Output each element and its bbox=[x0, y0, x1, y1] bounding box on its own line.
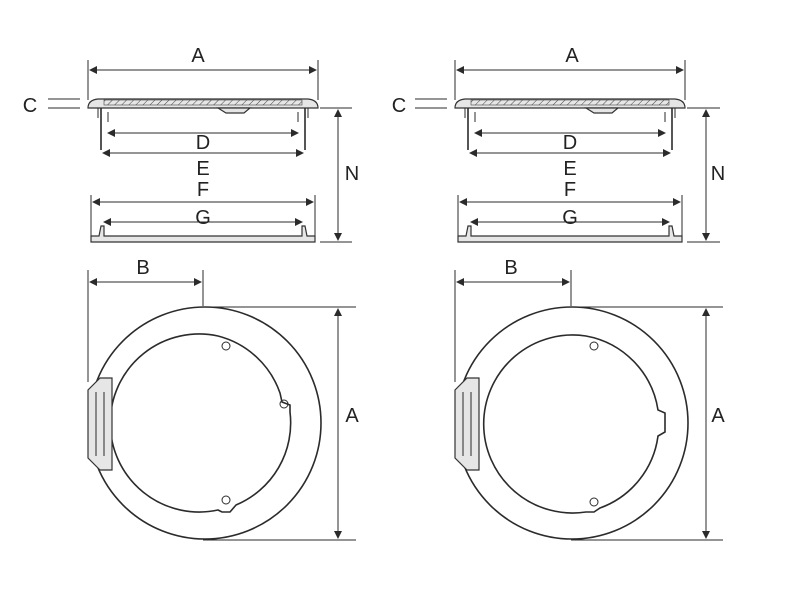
outer-ring-right bbox=[455, 306, 689, 540]
label-f-left: F bbox=[197, 179, 209, 201]
lug-hole-2-left bbox=[279, 399, 289, 409]
lug-hole-2-right bbox=[589, 497, 599, 507]
label-n-left: N bbox=[345, 163, 359, 185]
label-e-left: E bbox=[196, 158, 209, 180]
label-a-side-right: A bbox=[711, 405, 725, 427]
inner-opening-left bbox=[109, 333, 292, 513]
label-e-right: E bbox=[563, 158, 576, 180]
label-c-right: C bbox=[392, 95, 406, 117]
label-b-right: B bbox=[504, 257, 517, 279]
cover-lug-left bbox=[215, 107, 252, 114]
label-a-top-right: A bbox=[565, 45, 579, 67]
hinge-block-left bbox=[87, 377, 113, 471]
label-a-top-left: A bbox=[191, 45, 205, 67]
label-f-right: F bbox=[564, 179, 576, 201]
label-g-right: G bbox=[562, 207, 578, 229]
outer-ring-left bbox=[88, 306, 322, 540]
cover-hatch-left bbox=[103, 99, 303, 106]
label-c-left: C bbox=[23, 95, 37, 117]
hinge-block-right bbox=[454, 377, 480, 471]
label-d-left: D bbox=[196, 132, 210, 154]
lug-hole-3-left bbox=[221, 495, 231, 505]
cover-hatch-right bbox=[470, 99, 670, 106]
label-d-right: D bbox=[563, 132, 577, 154]
label-b-left: B bbox=[136, 257, 149, 279]
right-plan-view: B A bbox=[454, 257, 725, 541]
left-side-view: A C D E F G N bbox=[23, 45, 359, 243]
left-plan-view: B A bbox=[87, 257, 359, 541]
lug-hole-1-right bbox=[589, 341, 599, 351]
lug-hole-1-left bbox=[221, 341, 231, 351]
right-side-view: A C D E F G N bbox=[392, 45, 725, 243]
label-n-right: N bbox=[711, 163, 725, 185]
cover-lug-right bbox=[583, 107, 620, 114]
frame-profile-right bbox=[457, 225, 683, 243]
label-g-left: G bbox=[195, 207, 211, 229]
inner-opening-right bbox=[482, 334, 666, 514]
label-a-side-left: A bbox=[345, 405, 359, 427]
frame-profile-left bbox=[90, 225, 316, 243]
